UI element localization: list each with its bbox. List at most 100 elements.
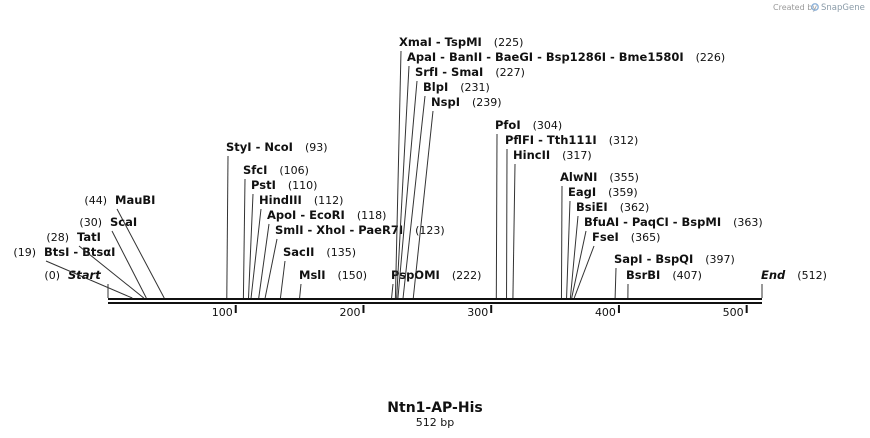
site-name-label: SfcI [243,163,267,177]
site-name-label: PflFI - Tth111I [505,133,597,147]
site-bfuai[interactable]: BfuAI - PaqCI - BspMI(363) [571,215,763,299]
backbone-bottom-strand [108,302,762,304]
site-position-label: (407) [672,269,702,282]
site-position-label: (150) [338,269,368,282]
site-leader-line [45,260,133,299]
scale-tick-label: 200 [339,306,360,319]
enzyme-name: EagI [568,185,596,199]
enzyme-name: SacII [283,245,314,259]
enzyme-name: PaeR7I [358,223,403,237]
site-bsiei[interactable]: BsiEI(362) [569,200,649,299]
site-position-label: (304) [533,119,563,132]
site-smli[interactable]: SmlI - XhoI - PaeR7I(123) [264,223,445,299]
site-position-label: (44) [84,194,107,207]
enzyme-name: SmlI [275,223,304,237]
site-leader-line [250,208,262,299]
site-name-label: EagI [568,185,596,199]
site-name-label: MslI [299,268,326,282]
site-position-label: (110) [288,179,318,192]
enzyme-name: FseI [592,230,619,244]
enzyme-name: SfcI [243,163,267,177]
enzyme-name: SapI [614,252,643,266]
site-end[interactable]: End(512) [761,268,827,298]
enzyme-name: BanII [449,50,482,64]
site-position-label: (118) [357,209,387,222]
enzyme-name: BtsI [44,245,69,259]
enzyme-name: BaeGI [495,50,533,64]
site-position-label: (225) [494,36,524,49]
site-msli[interactable]: MslI (150) [299,268,368,299]
site-leader-line [279,260,286,299]
site-name-label: TatI [77,230,101,244]
site-leader-line [111,230,147,299]
scale-tick-mark [490,305,493,313]
site-name-label: StyI - NcoI [226,140,293,154]
site-name-label: HincII [513,148,550,162]
site-eagi[interactable]: EagI (359) [566,185,638,299]
site-leader-line [394,50,402,299]
credit-brand[interactable]: SnapGene [821,3,865,13]
site-tati[interactable]: TatI(28) [46,230,145,299]
site-maubi[interactable]: MauBI (44) [84,193,165,299]
site-leader-line [226,155,229,299]
site-srfi[interactable]: SrfI - SmaI(227) [397,65,525,299]
enzyme-name: NcoI [264,140,293,154]
site-position-label: (226) [696,51,726,64]
site-styi[interactable]: StyI - NcoI(93) [226,140,328,299]
site-sacii[interactable]: SacII(135) [279,245,356,299]
site-name-label: MauBI [115,193,155,207]
enzyme-name: BlpI [423,80,448,94]
site-position-label: (106) [279,164,309,177]
site-sfci[interactable]: SfcI (106) [242,163,309,299]
enzyme-name: NspI [431,95,460,109]
site-position-label: (123) [415,224,445,237]
site-leader-line [512,163,516,299]
site-sapi[interactable]: SapI - BspQI(397) [614,252,735,299]
site-apai[interactable]: ApaI - BanII - BaeGI - Bsp1286I - Bme158… [396,50,726,299]
scale-tick-label: 400 [595,306,616,319]
site-leader-line [258,223,270,299]
site-position-label: (359) [608,186,638,199]
enzyme-name: PflFI [505,133,534,147]
site-leader-line [614,267,617,299]
site-apoi[interactable]: ApoI - EcoRI(118) [258,208,387,299]
site-xmai[interactable]: XmaI - TspMI(225) [394,35,524,299]
site-leader-line [571,230,587,299]
site-name-label: PfoI [495,118,521,132]
site-bsrbi[interactable]: BsrBI(407) [626,268,702,299]
site-leader-line [412,110,434,299]
scale-tick-mark [234,305,237,313]
enzyme-name: BfuAI [584,215,619,229]
site-hindiii[interactable]: HindIII(112) [250,193,343,299]
enzyme-name: MslI [299,268,326,282]
site-start[interactable]: Start(0) [44,268,109,298]
site-nspi[interactable]: NspI (239) [412,95,502,299]
site-pflfi[interactable]: PflFI - Tth111I (312) [505,133,639,299]
site-name-label: ApaI - BanII - BaeGI - Bsp1286I - Bme158… [407,50,684,64]
site-pfoi[interactable]: PfoI (304) [495,118,563,299]
enzyme-name: PstI [251,178,276,192]
site-name-label: FseI [592,230,619,244]
enzyme-name: Bsp1286I [546,50,606,64]
sequence-length: 512 bp [416,416,454,429]
site-fsei[interactable]: FseI(365) [573,230,660,299]
scale-tick-mark [617,305,620,313]
site-hincii[interactable]: HincII(317) [512,148,592,299]
sequence-name: Ntn1-AP-His [387,400,482,416]
enzyme-name: ApoI [267,208,296,222]
site-blpi[interactable]: BlpI (231) [402,80,490,299]
site-position-label: (239) [472,96,502,109]
site-psti[interactable]: PstI (110) [248,178,318,299]
site-position-label: (30) [79,216,102,229]
site-leader-line [396,65,410,299]
site-position-label: (312) [609,134,639,147]
site-name-label: SacII [283,245,314,259]
enzyme-name: BspMI [682,215,722,229]
enzyme-name: End [761,268,786,282]
enzyme-name: StyI [226,140,252,154]
site-position-label: (231) [460,81,490,94]
site-alwni[interactable]: AlwNI(355) [560,170,639,299]
site-leader-line [397,80,418,299]
enzyme-name: BspQI [655,252,693,266]
enzyme-name: TatI [77,230,101,244]
